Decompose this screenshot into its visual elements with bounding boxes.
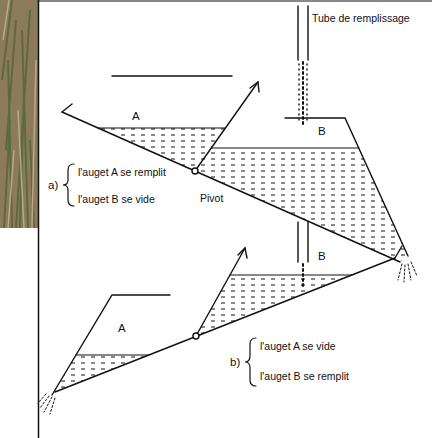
tube-label: Tube de remplissage: [312, 12, 410, 24]
state-note: l'auget B se vide: [78, 193, 155, 205]
state-note: l'auget A se vide: [260, 340, 336, 352]
panel-b: [38, 222, 402, 414]
photo-strip: [0, 0, 38, 228]
frame-line: [38, 0, 40, 438]
frame-line: [38, 1, 432, 2]
bucket-letter: B: [318, 125, 326, 137]
bucket-letter: A: [132, 110, 140, 122]
panel-tag: a): [48, 179, 58, 191]
state-note: l'auget B se remplit: [260, 370, 349, 382]
panel-a: [62, 6, 417, 282]
bucket-letter: A: [118, 322, 126, 334]
bucket-letter: B: [318, 250, 326, 262]
pivot-label: Pivot: [200, 192, 223, 204]
panel-tag: b): [230, 356, 240, 368]
state-note: l'auget A se remplit: [78, 166, 166, 178]
